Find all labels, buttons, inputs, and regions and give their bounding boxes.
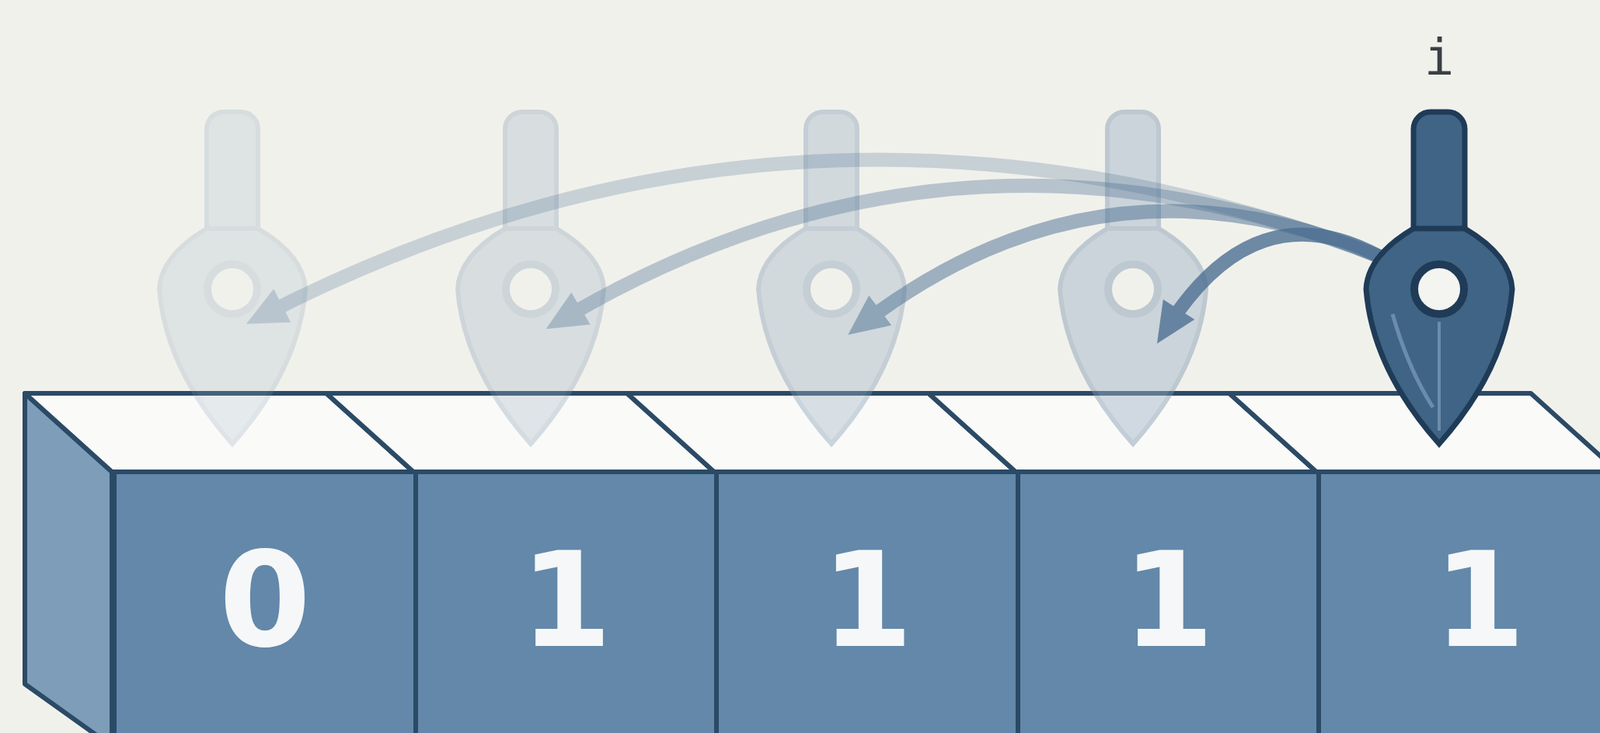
cell-value: 1 bbox=[1433, 533, 1526, 666]
cell-value: 1 bbox=[1122, 533, 1214, 666]
pointer-ghost bbox=[159, 111, 306, 444]
move-arrow bbox=[264, 160, 1380, 315]
array-cell: 1 bbox=[1316, 467, 1600, 733]
cell-value: 1 bbox=[519, 533, 612, 666]
pointer-ghost bbox=[1059, 111, 1207, 444]
pointer-active bbox=[1366, 111, 1513, 444]
array-cell: 0 bbox=[111, 467, 419, 733]
array-cell: 1 bbox=[413, 467, 719, 733]
move-arrow bbox=[1167, 234, 1380, 327]
move-arrows bbox=[264, 160, 1380, 327]
cell-value: 1 bbox=[821, 533, 914, 666]
pointer-label: i bbox=[1424, 32, 1455, 83]
array-cell: 1 bbox=[714, 467, 1021, 733]
cell-value: 0 bbox=[219, 533, 311, 666]
array-cell: 1 bbox=[1015, 467, 1322, 733]
pointer-ghost bbox=[457, 111, 604, 444]
